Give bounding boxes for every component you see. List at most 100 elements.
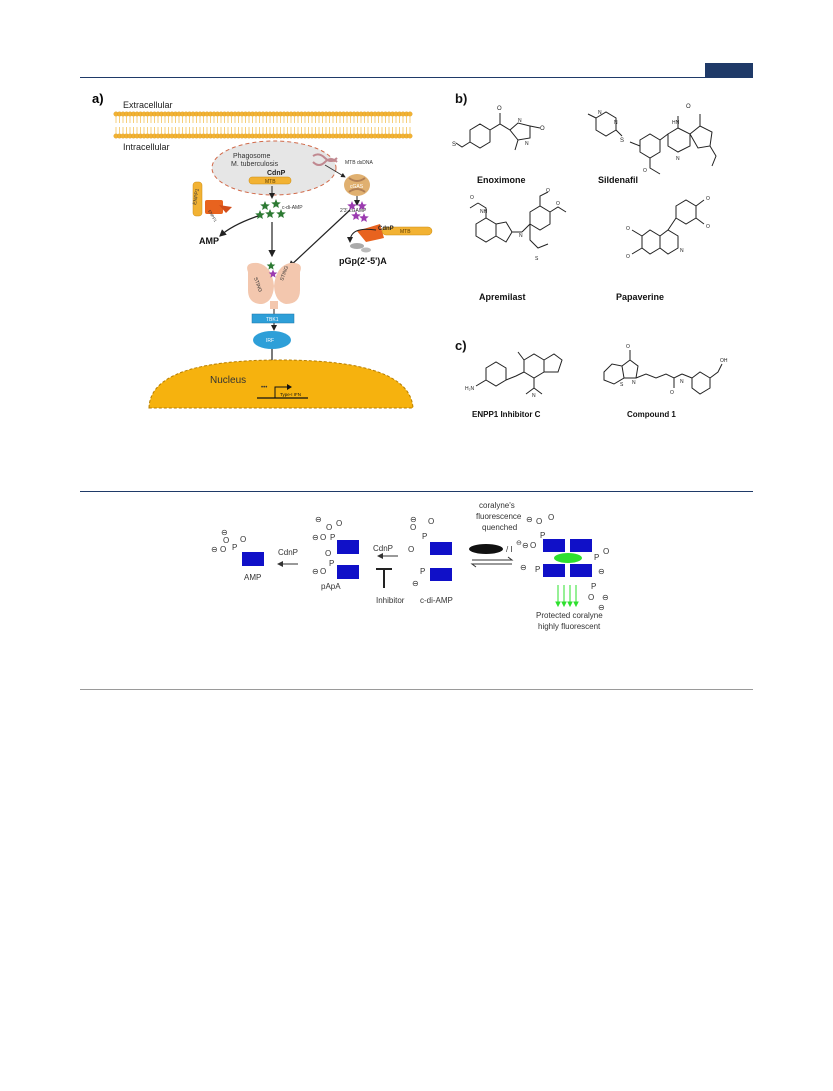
- phagosome-label: Phagosome: [233, 153, 270, 160]
- papa-molecule: ⊖ O O P ⊖ O O P ⊖ O pApA: [312, 515, 359, 591]
- o-3: O: [240, 535, 246, 544]
- molecule-star: [359, 213, 369, 222]
- figure1-bottom-rule: [80, 491, 753, 492]
- minus-1: ⊖: [221, 528, 228, 537]
- o-13: O: [548, 513, 554, 522]
- equilibrium-arrows: [470, 556, 514, 568]
- drug-name-enoximone: Enoximone: [477, 175, 526, 185]
- apremilast-structure: NH O N S O O: [469, 188, 567, 262]
- enpp1-label: ENPP1: [192, 188, 201, 205]
- svg-text:O: O: [546, 188, 550, 194]
- svg-text:O: O: [706, 196, 710, 202]
- sting-left-label: STING: [252, 277, 263, 294]
- minus-13: ⊖: [598, 603, 605, 612]
- cdnp-label-2: CdnP: [373, 544, 393, 553]
- iodide-charge: ⊖: [516, 540, 522, 547]
- prot-adenine-3: [543, 564, 565, 577]
- svg-text:S: S: [535, 256, 539, 262]
- o-12: O: [536, 517, 542, 526]
- svg-text:O: O: [470, 195, 474, 201]
- molecule-star: [266, 261, 276, 270]
- amp-molecule: ⊖ ⊖ O O P O AMP: [211, 528, 264, 582]
- amp-label: AMP: [199, 236, 219, 246]
- minus-12: ⊖: [602, 593, 609, 602]
- fluorescence-arrows: [555, 585, 579, 608]
- panel-b-label: b): [455, 91, 467, 106]
- prot-adenine-2: [570, 539, 592, 552]
- figure1: a) Extracellular Intracellular Phagosome…: [92, 91, 728, 419]
- cell-membrane: [113, 111, 413, 139]
- c-di-amp-label: c-di-AMP: [420, 596, 453, 605]
- o-2: O: [220, 545, 226, 554]
- amp-label: AMP: [244, 573, 261, 582]
- svg-text:N: N: [598, 110, 602, 116]
- panel-c: c) H₂N N ENPP1 Inhibitor C O N S O N OH …: [455, 338, 728, 419]
- inhibitor-label: Inhibitor: [376, 596, 405, 605]
- o-4: O: [326, 523, 332, 532]
- minus-9: ⊖: [522, 541, 529, 550]
- phagosome-mtb-bar: [248, 176, 292, 185]
- product-ellipse-2: [361, 247, 371, 253]
- cdi-adenine-1: [430, 542, 452, 555]
- coralyne-protected: [554, 553, 582, 563]
- c-di-amp-label: c-di-AMP: [282, 205, 303, 211]
- enpp1-left: [192, 181, 232, 217]
- enpp1-inhibitor-c-structure: H₂N N: [465, 351, 563, 399]
- cdnp-label-1: CdnP: [278, 548, 298, 557]
- irf-oval: [253, 331, 291, 349]
- drug-name-apremilast: Apremilast: [479, 292, 526, 302]
- cgamp-stars: [347, 201, 369, 222]
- o-8: O: [320, 567, 326, 576]
- svg-text:O: O: [540, 126, 545, 132]
- prot-adenine-1: [543, 539, 565, 552]
- phagosome-mtb-label: MTB: [265, 179, 276, 185]
- minus-2: ⊖: [211, 545, 218, 554]
- lipid-head: [407, 133, 413, 139]
- molecule-star: [351, 211, 361, 220]
- cgamp-to-sting-arrow: [288, 209, 351, 268]
- minus-7: ⊖: [412, 579, 419, 588]
- molecule-star: [268, 269, 278, 278]
- compound-1-structure: O N S O N OH: [603, 344, 728, 396]
- enoximone-structure: S O O N N: [452, 106, 545, 151]
- o-16: O: [588, 593, 594, 602]
- nucleus: [148, 359, 414, 409]
- drug-name-sildenafil: Sildenafil: [598, 175, 638, 185]
- c-di-amp-molecule: ⊖ O O P O P ⊖ c-di-AMP: [408, 515, 453, 605]
- prot-adenine-4: [570, 564, 592, 577]
- svg-text:N: N: [680, 248, 684, 254]
- amp-adenine: [242, 552, 264, 566]
- p-papa-2: P: [329, 559, 334, 568]
- svg-text:H₂N: H₂N: [465, 386, 475, 392]
- svg-text:N: N: [525, 141, 529, 147]
- papa-label: pApA: [321, 582, 341, 591]
- coralyne-quenched: [469, 544, 503, 554]
- quench-line-1: coralyne's: [479, 501, 515, 510]
- panel-b: b) S O O N N Enoximone S HN O N: [452, 91, 717, 302]
- cdnp-right-enzyme: [357, 224, 433, 242]
- molecule-star: [347, 201, 357, 210]
- dsdna-arrow: [324, 164, 346, 178]
- molecule-star: [260, 201, 270, 210]
- phagosome: [211, 140, 337, 196]
- sting-bound-stars: [266, 261, 278, 278]
- quench-line-2: fluorescence: [476, 512, 522, 521]
- svg-text:O: O: [556, 201, 560, 207]
- svg-text:S: S: [452, 142, 456, 148]
- sting-dimer: [247, 262, 301, 309]
- cgas-enzyme: [344, 174, 370, 196]
- minus-6: ⊖: [410, 515, 417, 524]
- cgamp-label: 2'3'-cGAMP: [340, 208, 367, 214]
- quench-line-3: quenched: [482, 523, 517, 532]
- p-cdi-2: P: [420, 567, 425, 576]
- panel-a: a) Extracellular Intracellular Phagosome…: [92, 91, 433, 409]
- iodide-label: / I: [506, 545, 513, 554]
- mtb-right-label: MTB: [400, 229, 411, 235]
- extracellular-label: Extracellular: [123, 100, 173, 110]
- tbk1-box: [251, 313, 295, 324]
- intracellular-label: Intracellular: [123, 142, 170, 152]
- o-9: O: [410, 523, 416, 532]
- protected-line-1: Protected coralyne: [536, 611, 603, 620]
- svg-text:S: S: [620, 382, 624, 388]
- molecule-star: [271, 199, 281, 208]
